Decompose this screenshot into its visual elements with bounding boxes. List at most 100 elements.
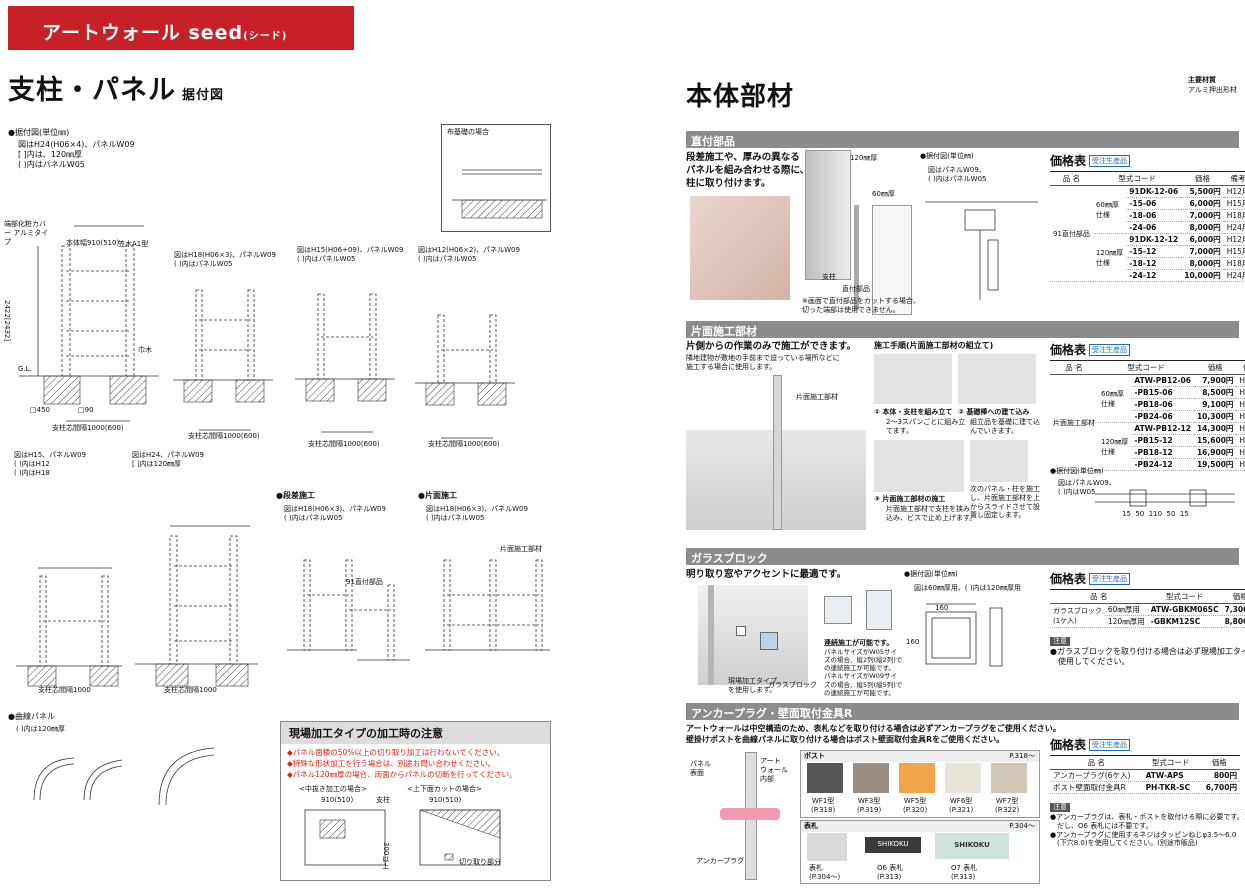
- katamen-lead2: 隣地建物が敷地の手前まで迫っている場所などに 施工する場合に使用します。: [686, 354, 840, 371]
- dansa-title: ●段差施工: [276, 491, 315, 500]
- ground-box-drawing: [452, 169, 547, 219]
- step1-image: [874, 354, 952, 404]
- note-cut-label: 切り取り部分: [459, 858, 501, 866]
- anchor-lead1: アートウォールは中空構造のため、表札などを取り付ける場合は必ずアンカープラグをご…: [686, 724, 1061, 733]
- table-row: -18-067,000円H18用: [1050, 209, 1245, 222]
- fig-h12-svg: [415, 314, 515, 439]
- fig-h12: [410, 300, 520, 450]
- brand-banner: アートウォール seed(シード): [8, 6, 354, 50]
- fig-kyokumen: [14, 740, 254, 820]
- section-bar-glass: ガラスブロック: [686, 548, 1239, 565]
- katamen-photo-post: [773, 375, 782, 530]
- note-w2: 910(510): [429, 796, 462, 804]
- glass-photo-label2: ガラスブロック: [768, 681, 817, 689]
- katamen-photo-label: 片面施工部材: [796, 393, 838, 401]
- direct-label-120: 120㎜厚: [850, 154, 878, 162]
- fig-h18-note: 図はH18(H06×3)、パネルW09 ( )内はパネルW05: [174, 251, 276, 268]
- glass-photo-label: 現場加工タイプ を使用します。: [728, 677, 777, 694]
- glass-dim-160: 160: [935, 604, 949, 612]
- table-row: -PB15-068,500円H15用: [1050, 386, 1245, 399]
- note-item: ◆パネル面積の50%以上の切り取り加工は行わないでください。: [287, 748, 505, 757]
- fig-h15-note: 図はH15(H06+09)、パネルW09 ( )内はパネルW05: [297, 246, 404, 263]
- anchor-caution1: ●アンカープラグは、表札・ポストを取付ける際に必要です。た だし、O6 表札には…: [1050, 813, 1245, 830]
- fig-h15b-pitch: 支柱芯間隔1000: [38, 686, 91, 694]
- label-habaki: 巾木: [138, 346, 152, 354]
- fig-katamen-svg: [425, 559, 550, 651]
- step1-title: ① 本体・支柱を組み立て: [874, 408, 953, 416]
- label-pitch: 支柱芯間隔1000(600): [52, 424, 124, 432]
- katamen-title: ●片面施工: [418, 491, 457, 500]
- post-head: ポスト: [801, 751, 1039, 762]
- label-kasagi: 笠木A1型: [118, 240, 149, 248]
- fig-h15: [290, 282, 400, 442]
- table-row: -18-128,000円H18用: [1050, 257, 1245, 270]
- direct-label-60: 60㎜厚: [872, 190, 895, 198]
- note-item: ◆パネル120㎜厚の場合、両面からパネルの切断を行ってください。: [287, 769, 517, 779]
- plate-head: 表札: [801, 821, 1039, 832]
- plate-ref: P.304～: [1009, 822, 1035, 830]
- direct-fig-label: ●据付図(単位㎜): [920, 152, 974, 160]
- glass-mini-photo2: [866, 590, 892, 630]
- post-wf7-image: [991, 763, 1027, 793]
- plate-1: 表札(P.304～): [809, 864, 841, 881]
- direct-price-title: 価格表受注生産品: [1050, 152, 1245, 169]
- table-row: -15-066,000円H15用: [1050, 197, 1245, 210]
- fig-h24b-note: 図はH24、パネルW09 [ ]内は120㎜厚: [132, 451, 204, 468]
- glass-lead: 明り取り窓やアクセントに最適です。: [686, 569, 847, 580]
- anchor-caution2: ●アンカープラグに使用するネジはタッピンねじφ3.5～6.0 (下穴8.0)を使…: [1050, 830, 1237, 848]
- glass-mini-note: パネルサイズがW05サイ ズの場合、縦2列(縦2列)で の連続施工が可能です。 …: [824, 648, 903, 697]
- anchor-body-label: アート ウォール 内部: [760, 757, 788, 783]
- glass-photo-post: [708, 585, 714, 685]
- fig-kyokumen-svg: [33, 747, 215, 806]
- dansa-note: 図はH18(H06×3)、パネルW09 ( )内はパネルW05: [284, 505, 386, 522]
- anchor-caution-head: 注意: [1050, 803, 1070, 812]
- fig-label: ●据付図(単位㎜): [8, 128, 70, 137]
- plate-image2: SHIKOKU: [865, 837, 921, 853]
- fig-h12-pitch: 支柱芯間隔1000(600): [428, 440, 500, 448]
- step3-side: 次のパネル・柱を施工 し、片面施工部材を上 からスライドさせて設 置し固定します…: [970, 485, 1040, 520]
- plate-box: 表札 P.304～ SHIKOKU SHIKOKU 表札(P.304～) O6 …: [800, 820, 1040, 884]
- katamen-note: 図はH18(H06×3)、パネルW09 ( )内はパネルW05: [426, 505, 528, 522]
- made-to-order-badge: 受注生産品: [1089, 155, 1131, 167]
- post-wf6-image: [945, 763, 981, 793]
- post-ref: P.318～: [1009, 752, 1035, 760]
- katamen-fig-note: 図はパネルW09、 ( )内はW05: [1058, 479, 1116, 496]
- label-gl: G.L.: [18, 365, 32, 373]
- made-to-order-badge: 受注生産品: [1089, 739, 1131, 751]
- fig-h18: [168, 280, 278, 440]
- note-w1: 910(510): [321, 796, 354, 804]
- step3-title: ③ 片面施工部材の施工: [874, 495, 946, 503]
- glass-price-title: 価格表受注生産品: [1050, 570, 1245, 587]
- glass-photo-hole: [736, 626, 746, 636]
- note-case2: <上下面カットの場合>: [407, 785, 482, 793]
- made-to-order-badge: 受注生産品: [1089, 573, 1131, 585]
- ground-box-title: 布基礎の場合: [447, 128, 489, 136]
- fig-h15-pitch: 支柱芯間隔1000(600): [308, 440, 380, 448]
- katamen-part-label: 片面施工部材: [500, 545, 542, 553]
- plate-2: O6 表札(P.313): [877, 864, 904, 881]
- direct-photo-panel: [805, 150, 851, 280]
- glass-dim-160b: 160: [906, 638, 920, 646]
- fig-h12-note: 図はH12(H06×2)、パネルW09 ( )内はパネルW05: [418, 246, 520, 263]
- table-row: -PB18-069,100円H18用: [1050, 398, 1245, 411]
- glass-fig-label: ●据付図(単位㎜): [904, 570, 958, 578]
- note-post: 支柱: [376, 796, 390, 804]
- fig-h15b-note: 図はH15、パネルW09 ( )内はH12 ( )内はH18: [14, 451, 86, 477]
- kyokumen-title: ●曲線パネル: [8, 712, 55, 721]
- fig-note1: 図はH24(H06×4)、パネルW09: [18, 140, 135, 149]
- fig-h24b: [130, 506, 260, 696]
- fig-h24b-svg: [135, 525, 258, 687]
- fig-h24: [14, 186, 164, 436]
- processing-note-box: 現場加工タイプの加工時の注意 ◆パネル面積の50%以上の切り取り加工は行わないで…: [280, 721, 551, 881]
- glass-caution-head: 注意: [1050, 637, 1070, 646]
